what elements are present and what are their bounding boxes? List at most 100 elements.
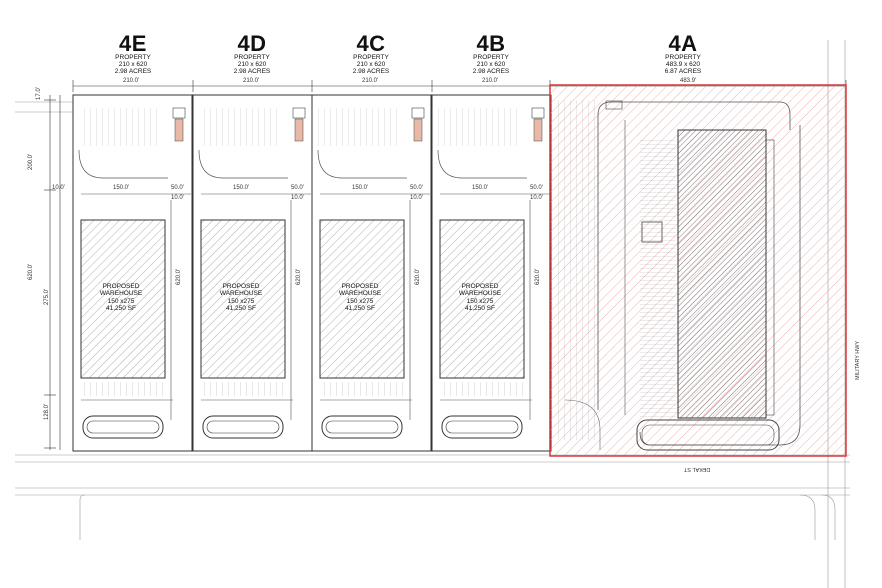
warehouse-title: PROPOSED <box>341 283 379 290</box>
lot-4e-site <box>72 94 193 452</box>
dim-620-4b: 620.0' <box>535 268 541 285</box>
warehouse-footprint <box>319 219 405 379</box>
lot-id: 4B <box>476 31 506 56</box>
lot-label: PROPERTY <box>353 54 389 62</box>
dim-50-4d: 50.0' <box>291 185 304 191</box>
lot-4a-site <box>549 84 847 457</box>
lot-id: 4A <box>668 31 698 56</box>
lot-4a-east-parking <box>640 140 676 420</box>
lot-label: PROPERTY <box>473 54 509 62</box>
warehouse-size: 150 x275 <box>466 297 494 305</box>
warehouse-area: 41,250 SF <box>106 305 136 313</box>
lot-label: PROPERTY <box>665 54 701 62</box>
dim-620-4e: 620.0' <box>176 268 182 285</box>
lot-boundary <box>311 94 432 452</box>
lot-4a-building <box>677 129 767 419</box>
warehouse-subtitle: WAREHOUSE <box>219 290 263 298</box>
truck-court <box>202 415 284 439</box>
warehouse-size: 150 x275 <box>227 297 255 305</box>
lot-size: 210 x 620 <box>118 60 148 68</box>
dim-150-4d: 150.0' <box>233 185 250 191</box>
warehouse-subtitle: WAREHOUSE <box>99 290 143 298</box>
dim-10-4b: 10.0' <box>530 195 543 201</box>
parking-stalls <box>438 108 518 146</box>
dim-10-left: 10.0' <box>52 185 65 191</box>
lot-label: PROPERTY <box>234 54 270 62</box>
width-dim-4e: 210.0' <box>123 78 140 84</box>
truck-court <box>321 415 403 439</box>
dim-620-4d: 620.0' <box>296 268 302 285</box>
dim-200: 200.0' <box>28 153 34 170</box>
lot-acres: 6.87 ACRES <box>664 67 702 75</box>
lot-4d-site <box>192 94 313 452</box>
warehouse-title: PROPOSED <box>222 283 260 290</box>
warehouse-subtitle: WAREHOUSE <box>338 290 382 298</box>
dim-150-4c: 150.0' <box>352 185 369 191</box>
warehouse-footprint <box>439 219 525 379</box>
width-dim-4c: 210.0' <box>362 78 379 84</box>
dim-150-4e: 150.0' <box>113 185 130 191</box>
lot-id: 4E <box>119 31 147 56</box>
street-dekal-st: DEKAL ST <box>684 466 711 472</box>
dim-17: 17.0' <box>36 87 42 100</box>
truck-court <box>82 415 164 439</box>
parking-stalls <box>199 108 279 146</box>
width-dim-4a: 483.9' <box>680 78 697 84</box>
warehouse-area: 41,250 SF <box>465 305 495 313</box>
warehouse-size: 150 x275 <box>346 297 374 305</box>
lot-size: 210 x 620 <box>476 60 506 68</box>
lot-size: 210 x 620 <box>237 60 267 68</box>
lot-acres: 2.98 ACRES <box>352 67 390 75</box>
lot-acres: 2.98 ACRES <box>472 67 510 75</box>
truck-court <box>441 415 523 439</box>
warehouse-area: 41,250 SF <box>226 305 256 313</box>
dim-275: 275.0' <box>44 288 50 305</box>
width-dim-4b: 210.0' <box>482 78 499 84</box>
dim-150-4b: 150.0' <box>472 185 489 191</box>
warehouse-subtitle: WAREHOUSE <box>458 290 502 298</box>
dim-620-4c: 620.0' <box>415 268 421 285</box>
dim-50-4e: 50.0' <box>171 185 184 191</box>
lot-boundary <box>72 94 193 452</box>
dim-620-left: 620.0' <box>28 263 34 280</box>
lot-acres: 2.98 ACRES <box>233 67 271 75</box>
street-military-hwy: MILITARY HWY <box>855 340 861 380</box>
warehouse-area: 41,250 SF <box>345 305 375 313</box>
lot-4b-site <box>431 94 552 452</box>
warehouse-size: 150 x275 <box>107 297 135 305</box>
dim-10-4d: 10.0' <box>291 195 304 201</box>
parking-stalls <box>79 108 159 146</box>
lot-size: 210 x 620 <box>356 60 386 68</box>
warehouse-title: PROPOSED <box>461 283 499 290</box>
warehouse-footprint <box>80 219 166 379</box>
warehouse-title: PROPOSED <box>102 283 140 290</box>
left-dimension <box>44 95 61 450</box>
dim-10-4c: 10.0' <box>410 195 423 201</box>
parking-stalls <box>318 108 398 146</box>
dim-50-4c: 50.0' <box>410 185 423 191</box>
lot-4a-truck-court <box>636 419 780 451</box>
lot-id: 4D <box>237 31 267 56</box>
lot-4a-west-parking <box>555 100 595 440</box>
lot-4a-dock <box>765 139 775 416</box>
lot-acres: 2.98 ACRES <box>114 67 152 75</box>
dim-10-4e: 10.0' <box>171 195 184 201</box>
lot-id: 4C <box>356 31 386 56</box>
dim-50-4b: 50.0' <box>530 185 543 191</box>
lot-4a-drive <box>597 101 791 130</box>
lot-label: PROPERTY <box>115 54 151 62</box>
lot-4c-site <box>311 94 432 452</box>
warehouse-footprint <box>200 219 286 379</box>
width-dim-4d: 210.0' <box>243 78 260 84</box>
lot-size: 483.9 x 620 <box>666 60 700 68</box>
